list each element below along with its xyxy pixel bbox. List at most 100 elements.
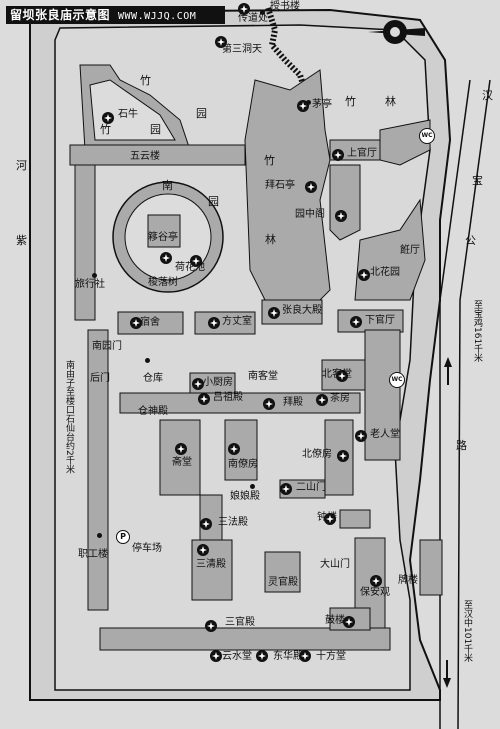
label-lin: 林 [265, 233, 276, 246]
label-shifangtang: 十方堂 [316, 651, 346, 662]
label-river-zi: 紫 [16, 234, 27, 247]
scenic-spot-icon [192, 378, 204, 390]
label-lvzudian: 吕祖殿 [213, 392, 243, 403]
scenic-spot-icon [355, 430, 367, 442]
label-zhulin-zhu: 竹 [345, 95, 356, 108]
scenic-spot-icon [208, 317, 220, 329]
beiketang-block [321, 359, 373, 391]
scenic-spot-icon [102, 112, 114, 124]
label-suoluoshu: 梭落树 [148, 277, 178, 288]
label-dashanmen: 大山门 [320, 559, 350, 570]
scenic-spot-icon [130, 317, 142, 329]
compass [368, 20, 425, 44]
zhaitang-block [159, 419, 201, 496]
scenic-spot-icon [238, 3, 250, 15]
label-baidian: 拜殿 [283, 397, 303, 408]
scenic-spot-icon [299, 650, 311, 662]
scenic-spot-icon [350, 316, 362, 328]
scenic-spot-icon [210, 650, 222, 662]
label-yuan2: 园 [150, 123, 161, 136]
fangzhangshi-block [194, 311, 256, 335]
wc-icon: WC [419, 128, 435, 144]
label-hehuachi: 荷花池 [175, 262, 205, 273]
label-niangniangdian: 娘娘殿 [230, 491, 260, 502]
label-river-he: 河 [16, 159, 27, 172]
label-shangguanting: 上官厅 [347, 148, 377, 159]
scenic-spot-icon [175, 443, 187, 455]
scenic-spot-icon [160, 252, 172, 264]
scenic-spot-icon [205, 620, 217, 632]
right-top-block [379, 119, 431, 166]
label-ershanmen: 二山门 [296, 482, 326, 493]
label-sanfadian: 三法殿 [218, 517, 248, 528]
label-laorentang: 老人堂 [370, 429, 400, 440]
poi-dot [260, 10, 265, 15]
label-bao: 宝 [472, 174, 483, 187]
wuyunlou-block [69, 144, 246, 166]
garden-forest-block [244, 69, 331, 311]
scenic-spot-icon [316, 394, 328, 406]
label-xiaguanting: 下官厅 [365, 315, 395, 326]
parking-icon: P [116, 530, 130, 544]
label-fangzhangshi: 方丈室 [222, 316, 252, 327]
scenic-spot-icon [198, 393, 210, 405]
bottom-row-block [99, 627, 391, 651]
hall-row-block [119, 392, 361, 414]
label-sanguandian: 三官殿 [225, 617, 255, 628]
label-nanliaofang: 南僚房 [228, 459, 258, 470]
scenic-spot-icon [197, 544, 209, 556]
label-han: 汉 [482, 89, 493, 102]
scenic-spot-icon [335, 210, 347, 222]
scenic-spot-icon [332, 149, 344, 161]
scenic-spot-icon [263, 398, 275, 410]
label-shuguting: 簃谷亭 [148, 232, 178, 243]
road-right-2 [457, 79, 491, 729]
label-maoting: 茅亭 [312, 99, 332, 110]
scenic-spot-icon [256, 650, 268, 662]
poi-dot [97, 533, 102, 538]
right-upper-block [329, 164, 361, 241]
label-zhu3: 竹 [264, 154, 275, 167]
bamboo-garden-inner [89, 79, 176, 141]
label-paifang: 牌楼 [398, 575, 418, 586]
label-zhu2: 竹 [100, 123, 111, 136]
label-sanqingdian: 三清殿 [196, 559, 226, 570]
label-road-baoji: 至宝鸡161千米 [472, 300, 482, 363]
label-zhaitang: 斋堂 [172, 457, 192, 468]
scenic-spot-icon [305, 181, 317, 193]
lingguandian-block [264, 551, 301, 593]
poi-dot [306, 100, 311, 105]
scenic-spot-icon [268, 307, 280, 319]
label-baishiting: 拜石亭 [265, 180, 295, 191]
label-yiting: 餁厅 [400, 245, 420, 256]
mountain-path [265, 7, 308, 91]
label-gulou: 鼓楼 [325, 615, 345, 626]
label-yunshuitang: 云水堂 [222, 651, 252, 662]
label-zhigonglou: 职工楼 [78, 549, 108, 560]
left-strip [74, 164, 96, 321]
wc-icon-2: WC [389, 372, 405, 388]
scenic-spot-icon [215, 36, 227, 48]
map-title: 留坝张良庙示意图 [10, 8, 111, 22]
label-cangshendian: 仓神殿 [138, 406, 168, 417]
label-chafang: 茶房 [330, 393, 350, 404]
label-zhangliangdadian: 张良大殿 [282, 305, 322, 316]
zhonglou-block [339, 509, 371, 529]
scenic-spot-icon [200, 518, 212, 530]
north-garden-block [354, 198, 426, 301]
scenic-spot-icon [370, 575, 382, 587]
label-road-left: 南由子至楼口石仙台约2千米 [64, 360, 74, 474]
label-gong: 公 [465, 234, 476, 247]
label-nanyuanmen: 南园门 [92, 341, 122, 352]
left-strip-2 [87, 329, 109, 611]
scenic-spot-icon [228, 443, 240, 455]
poi-dot [250, 484, 255, 489]
scenic-spot-icon [336, 370, 348, 382]
shuguting-block [147, 214, 181, 248]
label-sushe: 宿舍 [140, 317, 160, 328]
label-beiliaofang: 北僚房 [302, 449, 332, 460]
label-lu: 路 [456, 439, 467, 452]
label-xiaochufang: 小厨房 [203, 377, 233, 388]
